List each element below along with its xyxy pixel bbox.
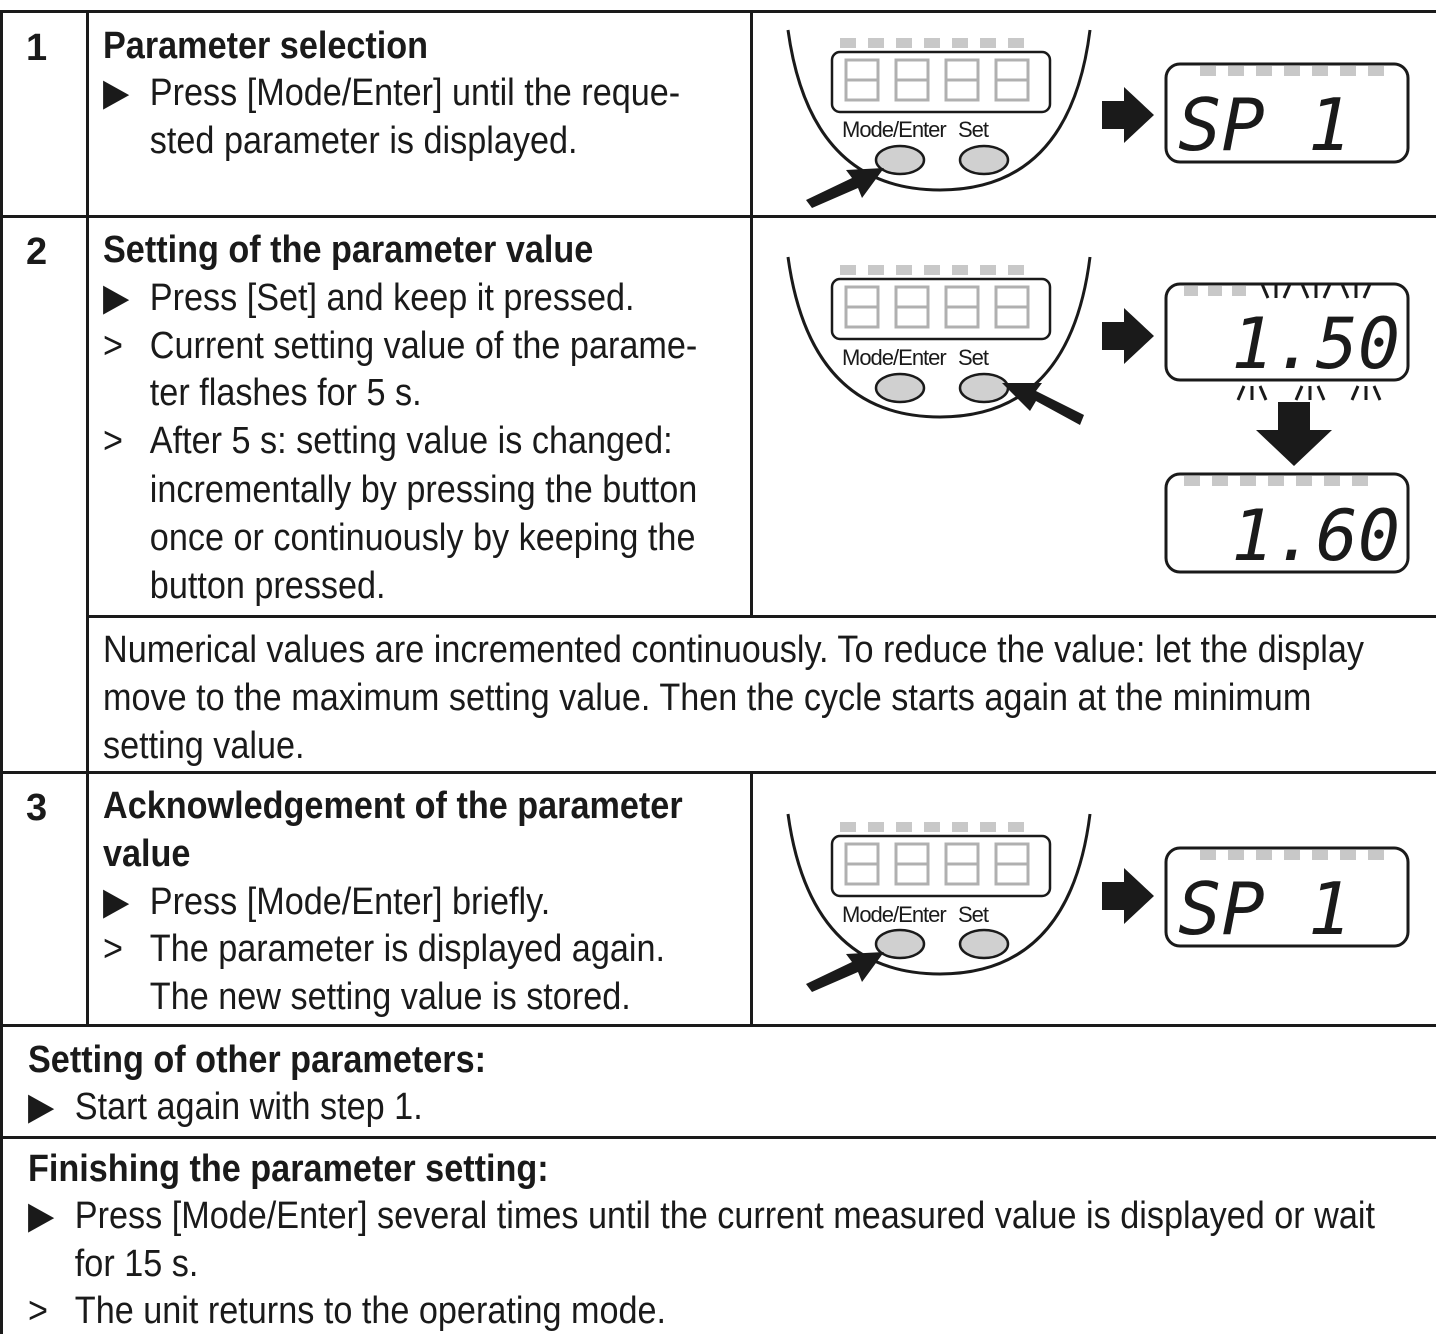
section-title: Setting of other parameters: bbox=[28, 1039, 486, 1081]
set-label: Set bbox=[958, 345, 989, 370]
action-marker: ▶ bbox=[103, 881, 130, 923]
display-value: SP 1 bbox=[1178, 83, 1351, 166]
row-divider-4 bbox=[0, 1136, 1436, 1139]
mode-enter-button bbox=[874, 372, 926, 404]
step-title: Setting of the parameter value bbox=[103, 229, 594, 271]
instruction-line: ▶Press [Mode/Enter] briefly. bbox=[103, 878, 550, 926]
display-result: SP 1 bbox=[1162, 62, 1412, 166]
set-button bbox=[958, 928, 1010, 960]
press-arrow-icon bbox=[806, 952, 884, 992]
note-line: setting value. bbox=[103, 725, 305, 767]
device-housing bbox=[786, 29, 1092, 192]
display-value: SP 1 bbox=[1178, 867, 1351, 950]
arrow-right-icon bbox=[1100, 85, 1156, 145]
instruction-line: >The unit returns to the operating mode. bbox=[28, 1287, 666, 1335]
action-marker: ▶ bbox=[28, 1086, 55, 1128]
set-button bbox=[958, 372, 1010, 404]
step-title: value bbox=[103, 833, 191, 875]
instruction-line: ter flashes for 5 s. bbox=[149, 372, 422, 414]
instruction-line: for 15 s. bbox=[74, 1243, 199, 1285]
arrow-right-icon bbox=[1100, 866, 1156, 926]
instruction-line: incrementally by pressing the button bbox=[149, 469, 698, 511]
press-arrow-icon bbox=[806, 168, 884, 208]
instruction-line: ▶Start again with step 1. bbox=[28, 1083, 423, 1131]
step-title: Acknowledgement of the parameter bbox=[103, 785, 683, 827]
step-number: 3 bbox=[26, 787, 48, 829]
result-marker: > bbox=[103, 420, 123, 462]
note-divider bbox=[86, 615, 1436, 618]
arrow-right-icon bbox=[1100, 306, 1156, 366]
illustration-column-divider-1 bbox=[750, 10, 753, 216]
device-housing bbox=[786, 813, 1092, 976]
illustration-column-divider-3 bbox=[750, 771, 753, 1025]
set-label: Set bbox=[958, 117, 989, 142]
table-border-left bbox=[0, 10, 3, 1334]
mode-enter-button bbox=[874, 144, 926, 176]
display-result-flashing: 1.50 bbox=[1162, 282, 1412, 402]
display-value: 1.60 bbox=[1231, 495, 1400, 576]
note-line: Numerical values are incremented continu… bbox=[103, 629, 1365, 671]
row-divider-2 bbox=[0, 771, 1436, 774]
step-number: 2 bbox=[26, 231, 48, 273]
set-label: Set bbox=[958, 902, 989, 927]
action-marker: ▶ bbox=[28, 1195, 55, 1237]
instruction-line: sted parameter is displayed. bbox=[149, 120, 578, 162]
segment-display-icon bbox=[844, 285, 1030, 329]
press-arrow-icon bbox=[1002, 383, 1084, 425]
result-marker: > bbox=[28, 1290, 48, 1332]
device-illustration: Mode/Enter Set bbox=[780, 810, 1110, 1000]
step-title: Parameter selection bbox=[103, 25, 429, 67]
flash-rays-icon bbox=[1236, 283, 1382, 401]
instruction-line: ▶Press [Mode/Enter] several times until … bbox=[28, 1192, 1375, 1240]
instruction-line: The new setting value is stored. bbox=[149, 976, 631, 1018]
number-column-divider bbox=[86, 10, 89, 1025]
row-divider-1 bbox=[0, 215, 1436, 218]
device-housing bbox=[786, 256, 1092, 419]
result-marker: > bbox=[103, 325, 123, 367]
display-result: 1.60 bbox=[1162, 472, 1412, 576]
set-button bbox=[958, 144, 1010, 176]
display-value: 1.50 bbox=[1231, 303, 1400, 385]
segment-display-icon bbox=[844, 842, 1030, 886]
section-title: Finishing the parameter setting: bbox=[28, 1148, 549, 1190]
result-marker: > bbox=[103, 928, 123, 970]
instruction-line: once or continuously by keeping the bbox=[149, 517, 696, 559]
mode-enter-label: Mode/Enter bbox=[842, 902, 946, 927]
table-border-top bbox=[0, 10, 1436, 13]
row-divider-3 bbox=[0, 1024, 1436, 1027]
instruction-line: >Current setting value of the parame- bbox=[103, 322, 697, 370]
instruction-line: >The parameter is displayed again. bbox=[103, 925, 665, 973]
action-marker: ▶ bbox=[103, 277, 130, 319]
display-result: SP 1 bbox=[1162, 846, 1412, 950]
step-number: 1 bbox=[26, 27, 48, 69]
instruction-line: button pressed. bbox=[149, 565, 386, 607]
mode-enter-label: Mode/Enter bbox=[842, 345, 946, 370]
instruction-line: ▶Press [Set] and keep it pressed. bbox=[103, 274, 635, 322]
instruction-line: >After 5 s: setting value is changed: bbox=[103, 417, 673, 465]
segment-display-icon bbox=[844, 58, 1030, 102]
device-illustration: Mode/Enter Set bbox=[780, 20, 1110, 210]
note-line: move to the maximum setting value. Then … bbox=[103, 677, 1312, 719]
illustration-column-divider-2 bbox=[750, 215, 753, 617]
action-marker: ▶ bbox=[103, 72, 130, 114]
arrow-down-icon bbox=[1254, 400, 1334, 468]
instruction-line: ▶Press [Mode/Enter] until the reque- bbox=[103, 69, 680, 117]
mode-enter-label: Mode/Enter bbox=[842, 117, 946, 142]
device-illustration: Mode/Enter Set bbox=[780, 255, 1110, 445]
mode-enter-button bbox=[874, 928, 926, 960]
